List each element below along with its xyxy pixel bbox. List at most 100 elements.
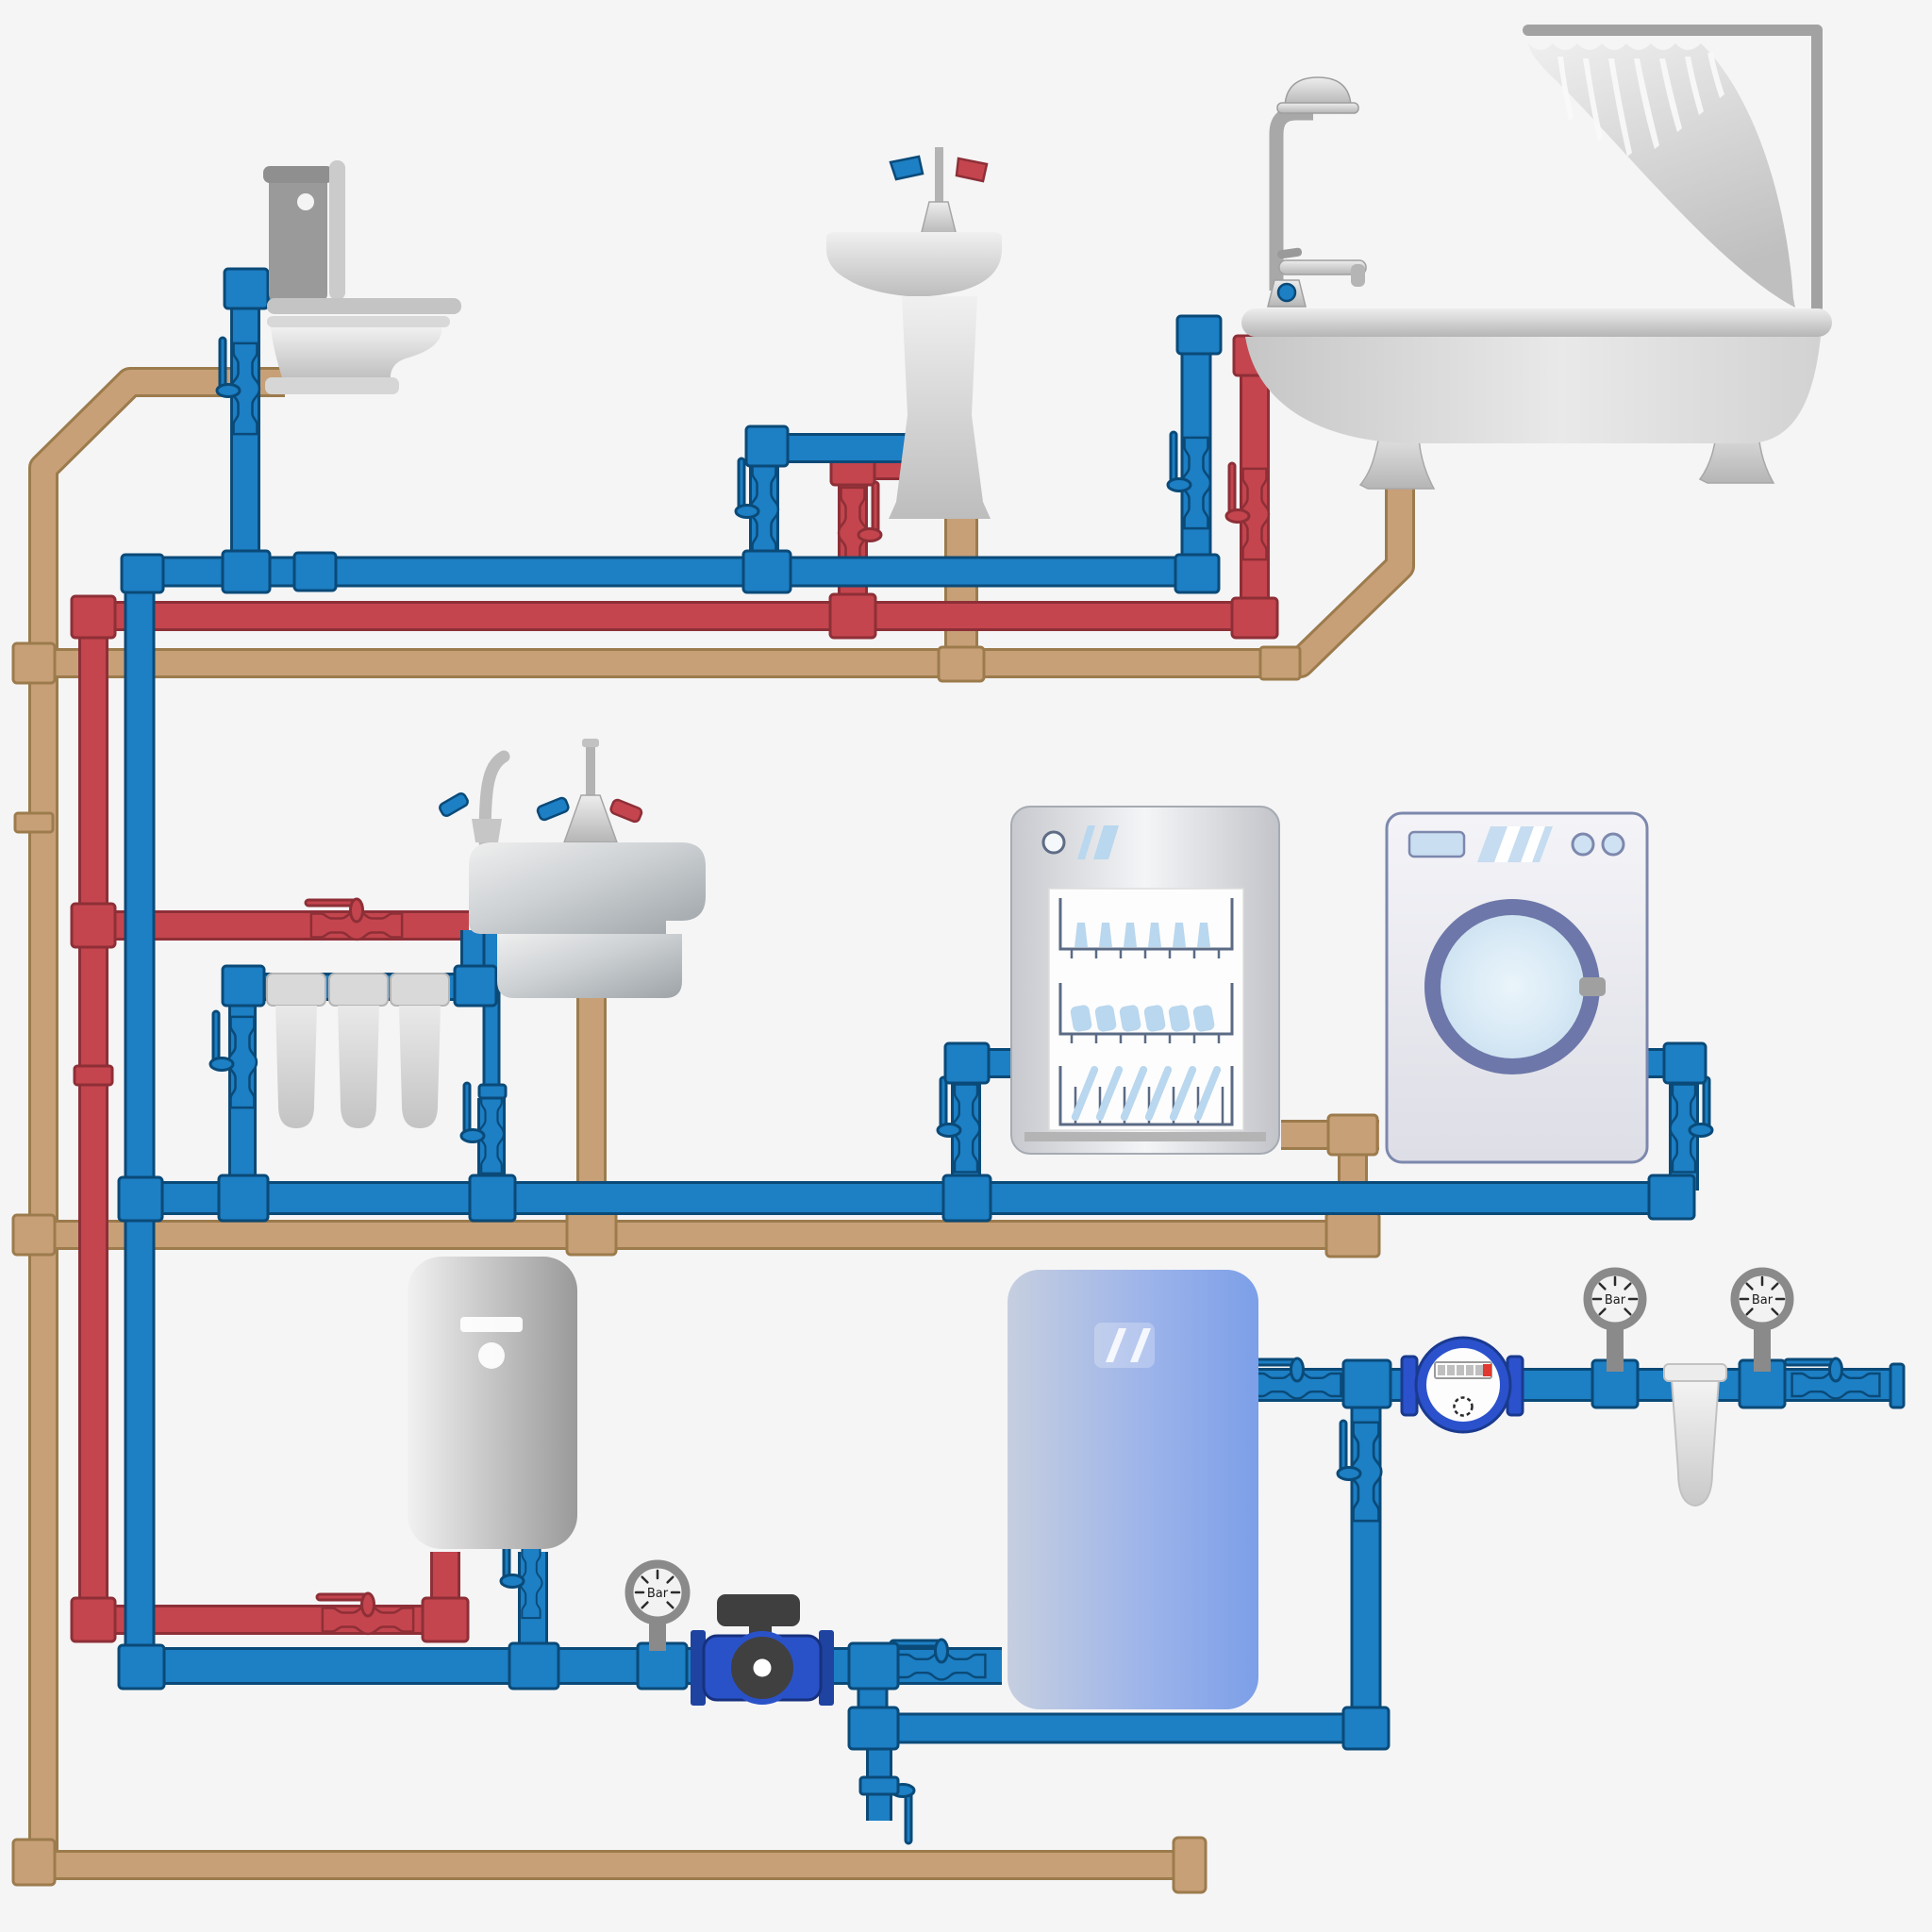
gauge-stem — [1607, 1323, 1624, 1372]
pump-shaft-dot — [753, 1658, 772, 1677]
drain-tee-fitting — [11, 1213, 57, 1257]
washer-drum-glass — [1441, 915, 1584, 1058]
inlet-pressure-gauge-2: Bar — [1730, 1267, 1794, 1372]
drain-coupling — [1258, 645, 1302, 681]
drain-tee-fitting — [937, 645, 986, 683]
drinking-faucet-base — [472, 819, 502, 842]
tub-body — [1245, 337, 1821, 443]
cold-faucet-handle — [889, 155, 924, 181]
pump-flange — [819, 1630, 834, 1706]
hot-elbow-fitting — [421, 1596, 470, 1643]
kitchen-sink-body — [469, 842, 706, 934]
cold-elbow-fitting — [744, 425, 790, 468]
washer-door-handle — [1579, 977, 1606, 996]
curtain-folds — [1557, 53, 1724, 157]
dishwasher-rack-plates — [1058, 1065, 1234, 1126]
drain-main-stack — [31, 370, 1181, 1877]
heater-slot — [460, 1317, 523, 1332]
heater-body — [408, 1257, 577, 1549]
cold-elbow-fitting — [1174, 553, 1221, 594]
cold-coupling — [1175, 314, 1223, 356]
meter-impeller-dial — [1453, 1396, 1474, 1417]
tub-faucet-cold-dot — [1276, 282, 1297, 303]
drain-end-cap — [1172, 1836, 1208, 1894]
kitchen-faucet-body — [562, 794, 619, 843]
hot-tee-fitting — [70, 902, 117, 949]
cold-elbow-fitting — [117, 1643, 166, 1690]
gauge-stem — [649, 1617, 666, 1651]
washer-knob — [1571, 832, 1595, 857]
drain-tee-fitting — [11, 641, 57, 685]
filter-cartridge — [338, 1006, 379, 1128]
filter-cap — [328, 973, 389, 1007]
funnel-head — [1663, 1363, 1727, 1382]
faucet-body — [920, 201, 958, 237]
pump-pressure-gauge: Bar — [625, 1559, 691, 1651]
drain-pipes — [11, 367, 1415, 1894]
filter-cap — [390, 973, 450, 1007]
drain-tee-fitting — [1326, 1113, 1379, 1157]
hot-coupling — [73, 1064, 114, 1087]
pump-flange — [691, 1630, 706, 1706]
toilet — [263, 160, 461, 394]
cold-end-cap — [1889, 1362, 1906, 1409]
filter-cap — [266, 973, 326, 1007]
shower-curtain — [1528, 43, 1795, 308]
cold-tee-fitting — [847, 1706, 900, 1751]
shower-head-face — [1276, 102, 1359, 114]
hot-tee-fitting — [828, 592, 877, 640]
gauge-label: Bar — [1605, 1293, 1626, 1307]
meter-digit-red — [1483, 1364, 1491, 1376]
tank-shine — [1130, 1328, 1151, 1362]
tub-faucet-lever — [1277, 247, 1303, 259]
cold-elbow-fitting — [1341, 1706, 1391, 1751]
kitchen-sink-base — [497, 934, 682, 998]
cold-tee-fitting — [941, 1174, 992, 1223]
hot-elbow-fitting — [70, 1596, 117, 1643]
water-storage-tank — [1008, 1270, 1258, 1709]
pedestal-sink — [826, 147, 1002, 519]
filter-cartridge — [399, 1006, 441, 1128]
sink-pedestal — [889, 296, 991, 519]
washer-display — [1407, 830, 1466, 858]
drinking-faucet-handle — [439, 792, 469, 817]
kitchen-faucet-cap — [582, 739, 599, 747]
cold-elbow-fitting — [453, 964, 498, 1008]
hot-elbow-fitting — [1230, 596, 1279, 640]
cold-elbow-fitting — [1662, 1041, 1707, 1085]
inlet-pressure-gauge-1: Bar — [1583, 1267, 1647, 1372]
filter-cartridge — [275, 1006, 317, 1128]
drain-branch-upper — [34, 421, 1412, 675]
cold-coupling — [292, 551, 338, 592]
circulation-pump — [691, 1594, 834, 1706]
dishwasher — [1010, 806, 1280, 1155]
dishwasher-rack-glasses — [1058, 898, 1234, 958]
kitchen-hot-handle — [609, 798, 643, 824]
drain-elbow-fitting — [11, 1838, 57, 1887]
hot-faucet-handle — [955, 157, 989, 183]
filter-cartridges — [266, 973, 450, 1128]
tub-faucet-spout-tip — [1351, 264, 1365, 287]
cold-tee-fitting — [217, 1174, 270, 1223]
cold-tee-fitting — [508, 1641, 560, 1690]
gauge-label: Bar — [1752, 1293, 1774, 1307]
funnel-body — [1670, 1378, 1721, 1507]
tub-rim — [1241, 308, 1832, 337]
cold-tank-loop — [859, 1385, 1379, 1741]
toilet-flush-button — [297, 193, 314, 210]
cold-elbow-fitting — [943, 1041, 991, 1085]
cold-coupling — [858, 1775, 900, 1796]
heater-knob — [478, 1342, 505, 1369]
cold-tee-fitting — [117, 1175, 164, 1223]
cold-elbow-fitting — [120, 553, 165, 594]
shower-head — [1284, 76, 1352, 107]
toilet-tank — [269, 173, 327, 302]
washer-vent-slash — [1494, 826, 1521, 862]
tub-faucet-spout — [1278, 259, 1367, 275]
cold-tee-fitting — [468, 1174, 517, 1223]
toilet-rim — [267, 316, 450, 327]
dishwasher-kickplate — [1024, 1132, 1266, 1141]
washer-vent-slash — [1521, 826, 1545, 862]
